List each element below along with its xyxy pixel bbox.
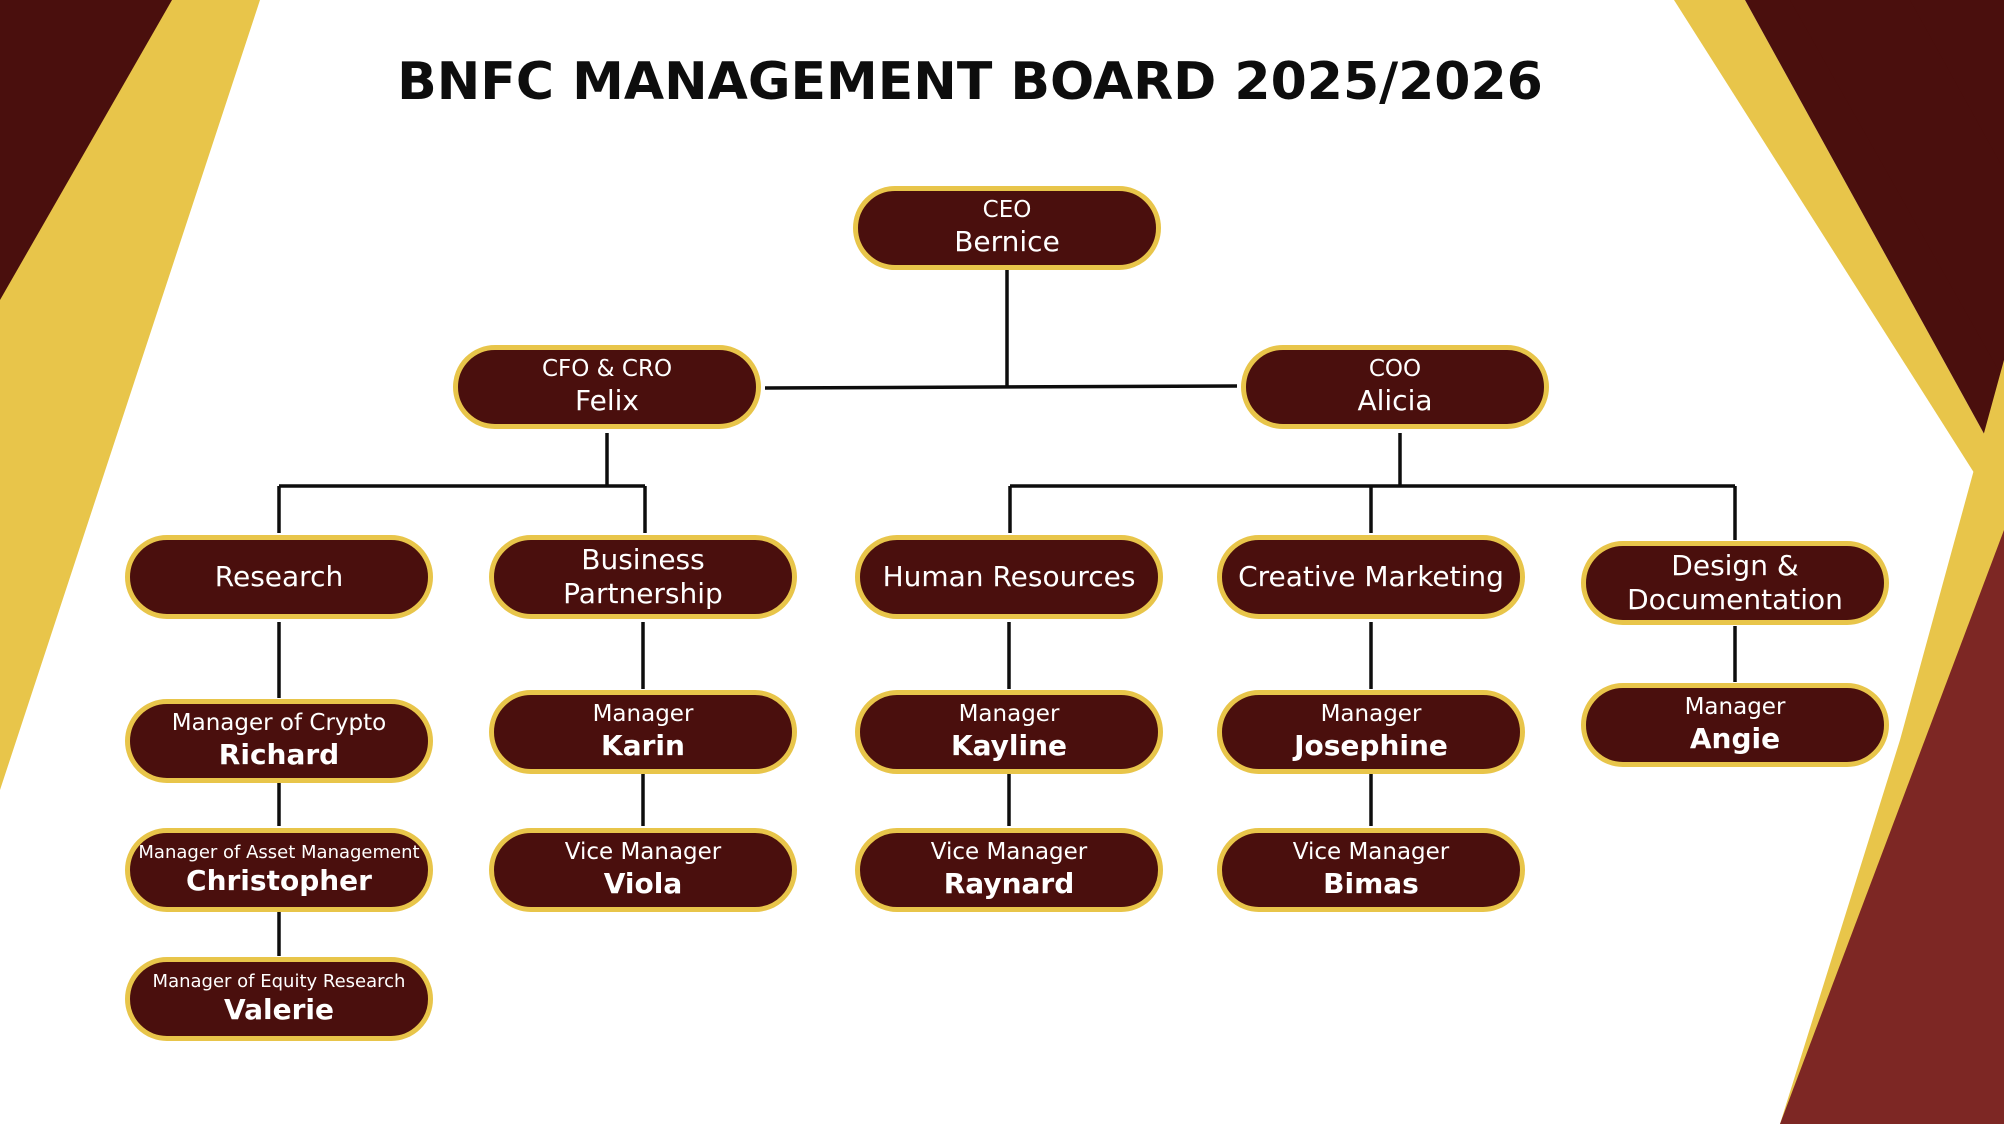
ceo-name: Bernice [954, 225, 1060, 258]
member-role: Vice Manager [1292, 839, 1450, 866]
node-research-member-1: Manager of Crypto Richard [125, 699, 433, 783]
dept-design-label-line1: Design & [1671, 549, 1799, 583]
node-design-member-1: Manager Angie [1581, 683, 1889, 767]
member-name: Angie [1689, 722, 1781, 755]
dept-marketing-label: Creative Marketing [1238, 560, 1504, 594]
coo-role: COO [1368, 356, 1422, 383]
member-role: Vice Manager [930, 839, 1088, 866]
node-research-member-3: Manager of Equity Research Valerie [125, 957, 433, 1041]
node-marketing-member-1: Manager Josephine [1217, 690, 1525, 774]
node-hr-member-1: Manager Kayline [855, 690, 1163, 774]
member-role: Manager of Asset Management [138, 842, 420, 864]
member-name: Viola [603, 867, 683, 900]
member-name: Josephine [1294, 729, 1448, 762]
member-role: Manager of Crypto [171, 710, 387, 737]
member-role: Manager [1320, 701, 1422, 728]
node-business-member-1: Manager Karin [489, 690, 797, 774]
cfo-name: Felix [575, 384, 639, 417]
member-name: Valerie [223, 993, 335, 1026]
left-maroon-corner [0, 0, 172, 300]
node-cfo: CFO & CRO Felix [453, 345, 761, 429]
member-name: Karin [601, 729, 685, 762]
right-maroon-band [1790, 0, 2004, 380]
node-marketing-member-2: Vice Manager Bimas [1217, 828, 1525, 912]
node-dept-creative-marketing: Creative Marketing [1217, 535, 1525, 619]
dept-hr-label: Human Resources [882, 560, 1136, 594]
cfo-role: CFO & CRO [541, 356, 673, 383]
node-ceo: CEO Bernice [853, 186, 1161, 270]
member-name: Kayline [950, 729, 1068, 762]
member-role: Manager [1684, 694, 1786, 721]
node-dept-human-resources: Human Resources [855, 535, 1163, 619]
member-name: Christopher [186, 864, 372, 897]
node-research-member-2: Manager of Asset Management Christopher [125, 828, 433, 912]
dept-business-label: Business Partnership [563, 543, 723, 610]
member-role: Manager [592, 701, 694, 728]
node-dept-design-documentation: Design & Documentation [1581, 541, 1889, 625]
member-name: Raynard [943, 867, 1075, 900]
node-dept-research: Research [125, 535, 433, 619]
node-coo: COO Alicia [1241, 345, 1549, 429]
node-dept-business-partnership: Business Partnership [489, 535, 797, 619]
ceo-role: CEO [982, 197, 1032, 224]
member-role: Manager [958, 701, 1060, 728]
connector-exec-row [764, 384, 1238, 390]
node-business-member-2: Vice Manager Viola [489, 828, 797, 912]
dept-research-label: Research [214, 560, 344, 594]
page-title: BNFC MANAGEMENT BOARD 2025/2026 [397, 52, 1543, 112]
left-gold-band [0, 0, 260, 790]
right-gold-stripe [1674, 0, 2004, 520]
coo-name: Alicia [1357, 384, 1433, 417]
node-hr-member-2: Vice Manager Raynard [855, 828, 1163, 912]
right-red-triangle [1780, 530, 2004, 1124]
member-name: Bimas [1323, 867, 1419, 900]
member-role: Manager of Equity Research [152, 971, 406, 993]
member-role: Vice Manager [564, 839, 722, 866]
member-name: Richard [218, 738, 340, 771]
dept-design-label-line2: Documentation [1627, 583, 1843, 616]
